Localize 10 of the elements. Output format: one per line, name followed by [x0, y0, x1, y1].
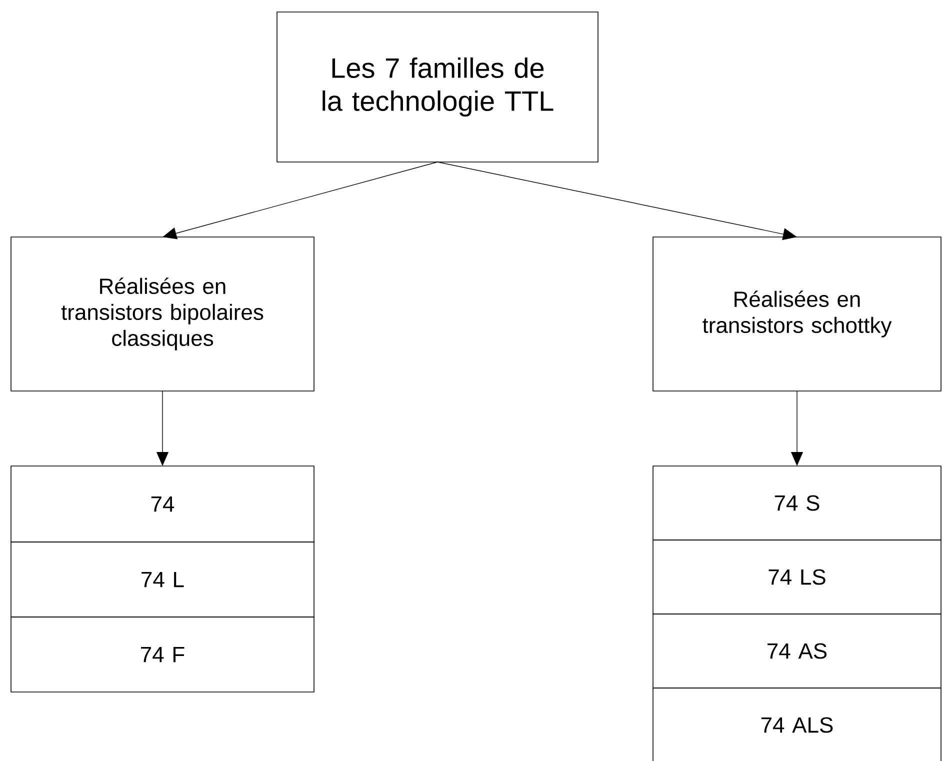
table-cell: 74 ALS [652, 688, 942, 761]
category-box: Réalisées en transistors bipolaires classiques [10, 236, 314, 392]
table-cell: 74 [10, 466, 314, 542]
table-cell: 74 F [10, 616, 314, 692]
table-cell: 74 AS [652, 614, 942, 688]
category-box: Réalisées en transistors schottky [652, 236, 942, 392]
title-box: Les 7 familles de la technologie TTL [276, 12, 598, 162]
table-cell: 74 S [652, 466, 942, 540]
table-cell: 74 L [10, 542, 314, 618]
table-cell: 74 LS [652, 540, 942, 614]
